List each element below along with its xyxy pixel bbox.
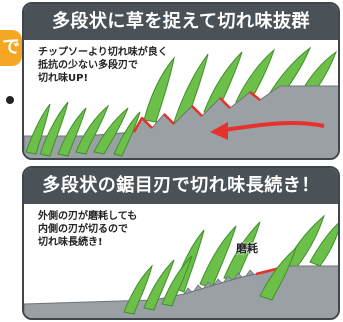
- left-edge-fragment: で: [0, 0, 22, 322]
- panel-title: 多段状の鋸目刃で切れ味長続き！: [24, 168, 338, 204]
- grass-front: [123, 246, 298, 315]
- panel-caption: チップソーより切れ味が良く 抵抗の少ない多段刃で 切れ味UP!: [38, 47, 168, 84]
- left-badge: で: [0, 30, 22, 66]
- blade-edge: [132, 91, 261, 133]
- left-bullet-dot: [6, 96, 14, 104]
- blade-grass-diagram: [24, 46, 338, 158]
- panel-illustration: チップソーより切れ味が良く 抵抗の少ない多段刃で 切れ味UP!: [24, 40, 338, 158]
- panel-multistage-cut: 多段状に草を捉えて切れ味抜群 チップソーより切れ味が良く 抵抗の少ない多段刃で …: [22, 2, 340, 160]
- grass-back: [143, 46, 338, 125]
- panel-serrated-durability: 多段状の鋸目刃で切れ味長続き！ 外側の刃が磨耗しても 内側の刃が切るので 切れ味…: [22, 166, 340, 320]
- panel-caption: 外側の刃が磨耗しても 内側の刃が切るので 切れ味長続き!: [38, 211, 138, 248]
- wear-label: 磨耗: [236, 242, 258, 255]
- direction-arrow: [210, 121, 325, 140]
- grass-front: [25, 101, 141, 157]
- blade-grass-diagram: [24, 214, 338, 318]
- panel-title: 多段状に草を捉えて切れ味抜群: [24, 4, 338, 40]
- serrated-teeth: [183, 269, 255, 295]
- panel-illustration: 外側の刃が磨耗しても 内側の刃が切るので 切れ味長続き! 磨耗: [24, 204, 338, 318]
